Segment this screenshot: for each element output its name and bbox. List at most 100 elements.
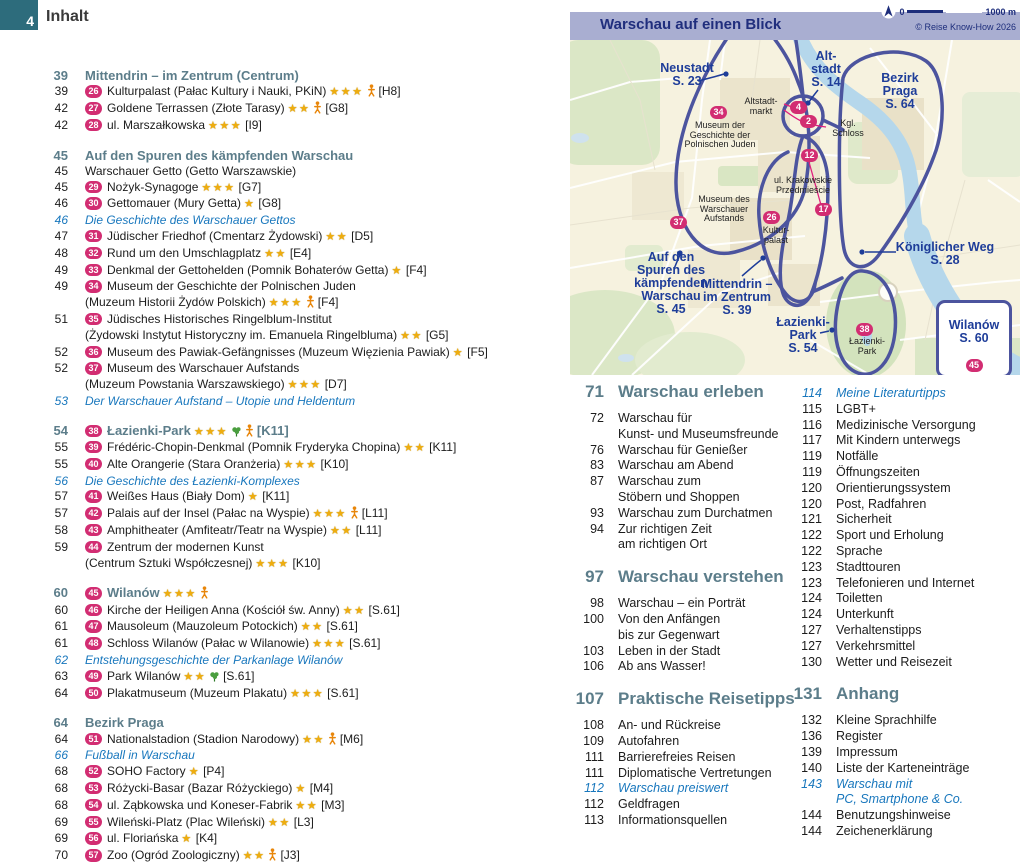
poi-number-badge: 48 bbox=[85, 637, 102, 650]
toc-page-number: 48 bbox=[54, 245, 68, 260]
map-label-spuren: Auf den Spuren des kämpfenden Warschau S… bbox=[634, 250, 708, 316]
map-grid-reference: [K10] bbox=[320, 456, 349, 471]
toc-entry-content: Mit Kindern unterwegs bbox=[836, 433, 1020, 449]
toc-page-number: 107 bbox=[575, 689, 604, 709]
toc-page-number: 109 bbox=[583, 733, 604, 748]
toc-page-number: 121 bbox=[801, 512, 822, 527]
toc-page-number: 120 bbox=[801, 480, 822, 495]
poi-number-badge: 43 bbox=[85, 523, 102, 537]
toc-item: 117 Mit Kindern unterwegs bbox=[792, 433, 1020, 449]
map-badge-17: 17 bbox=[815, 203, 832, 216]
toc-page-number: 72 bbox=[590, 411, 604, 425]
scale-bar-dark-segment bbox=[907, 10, 944, 13]
rating-stars: ★★★ bbox=[162, 588, 197, 601]
toc-entry-label: Barrierefreies Reisen bbox=[618, 749, 736, 764]
toc-page-number: 123 bbox=[801, 575, 822, 590]
toc-page-number: 124 bbox=[801, 607, 822, 622]
map-grid-reference: [S.61] bbox=[327, 685, 359, 700]
poi-number-badge: 32 bbox=[85, 246, 102, 260]
toc-page-number: 114 bbox=[802, 386, 822, 400]
map-badge-12: 12 bbox=[801, 149, 818, 162]
toc-entry-label: Die Geschichte des Warschauer Gettos bbox=[85, 213, 296, 228]
map-grid-reference: [S.61] bbox=[368, 602, 400, 617]
rating-stars: ★★ bbox=[268, 816, 291, 829]
tree-icon bbox=[232, 427, 241, 437]
toc-entry-content: PC, Smartphone & Co. bbox=[836, 792, 1020, 808]
map-grid-reference: [P4] bbox=[203, 764, 225, 779]
map-panel: Warschau auf einen Blick 0 1000 m © Reis… bbox=[570, 4, 1020, 375]
scale-bar-light-segment bbox=[946, 10, 983, 13]
map-callout-wilanow: Wilanów S. 60 45 bbox=[936, 300, 1012, 375]
toc-entry-label: Warschau mit bbox=[836, 776, 913, 791]
toc-page-number: 117 bbox=[802, 433, 822, 448]
toc-entry-label: Amphitheater (Amfiteatr/Teatr na Wyspie) bbox=[107, 522, 327, 537]
toc-page-number: 63 bbox=[54, 668, 68, 683]
toc-page-number: 56 bbox=[54, 473, 68, 488]
poi-number-badge: 33 bbox=[85, 263, 102, 277]
poi-number-badge: 56 bbox=[85, 832, 102, 845]
toc-entry-label: LGBT+ bbox=[836, 401, 876, 416]
toc-item-continuation: (Muzeum Powstania Warszawskiego)★★★[D7] bbox=[38, 377, 566, 394]
toc-page-number: 98 bbox=[590, 596, 604, 611]
rating-stars: ★★ bbox=[329, 524, 353, 537]
poi-number-badge: 42 bbox=[85, 507, 102, 520]
compass-north-icon bbox=[881, 4, 896, 19]
rating-stars: ★ bbox=[391, 264, 403, 277]
rating-stars: ★ bbox=[247, 491, 260, 504]
toc-entry-content: Sport und Erholung bbox=[836, 528, 1020, 544]
toc-page-number: 116 bbox=[802, 417, 822, 432]
toc-entry-content: 43 Amphitheater (Amfiteatr/Teatr na Wyspi… bbox=[85, 523, 566, 540]
toc-entry-content: Leben in der Stadt bbox=[618, 644, 806, 660]
map-grid-reference: [K11] bbox=[429, 439, 457, 454]
rating-stars: ★★ bbox=[400, 329, 423, 342]
toc-page-number: 119 bbox=[802, 449, 822, 464]
toc-entry-content: Warschau am Abend bbox=[618, 458, 806, 474]
map-label-koeniglicher-weg: Königlicher Weg S. 28 bbox=[895, 240, 995, 267]
toc-page-number: 49 bbox=[54, 279, 68, 294]
poi-number-badge: 52 bbox=[85, 765, 102, 778]
map-label-bezirk-praga: Bezirk Praga S. 64 bbox=[881, 71, 919, 111]
map-grid-reference: [F4] bbox=[405, 262, 427, 277]
toc-page-number: 69 bbox=[54, 814, 68, 829]
rating-stars: ★ bbox=[295, 782, 307, 795]
toc-entry-label: Benutzungshinweise bbox=[836, 808, 951, 823]
toc-entry-content: Benutzungshinweise bbox=[836, 808, 1020, 824]
toc-entry-label: Warschau – ein Porträt bbox=[618, 596, 746, 611]
toc-page-number: 94 bbox=[590, 521, 604, 536]
toc-page-number: 45 bbox=[53, 147, 68, 163]
toc-entry-label: Anhang bbox=[836, 684, 900, 704]
scale-zero-label: 0 bbox=[899, 6, 905, 17]
poi-number-badge: 47 bbox=[85, 620, 102, 633]
map-badge-4: 4 bbox=[790, 101, 807, 114]
map-label-lazienki: Łazienki- Park S. 54 bbox=[776, 315, 830, 355]
toc-page-number: 144 bbox=[801, 808, 822, 823]
toc-page-number: 51 bbox=[54, 311, 68, 326]
